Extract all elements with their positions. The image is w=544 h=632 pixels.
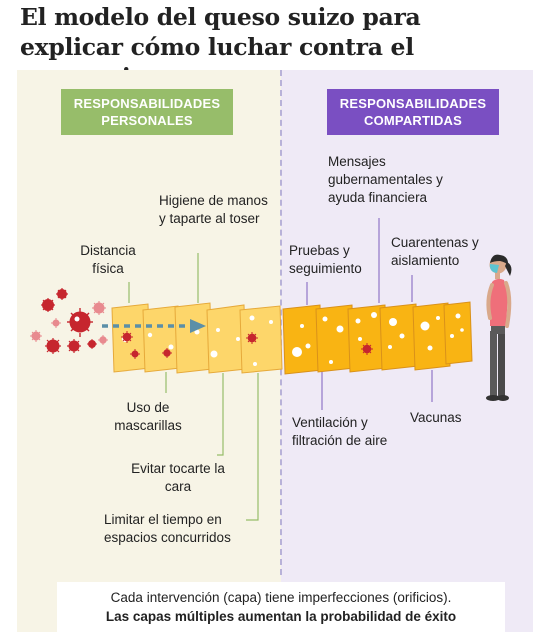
personal-header: RESPONSABILIDADES PERSONALES (61, 89, 233, 135)
virus-icon (67, 308, 93, 337)
label-distancia-text: Distancia física (80, 243, 136, 276)
virus-icon (121, 331, 133, 343)
virus-icon (56, 288, 68, 300)
virus-icon (87, 339, 97, 349)
label-limitar: Limitar el tiempo en espacios concurrido… (104, 512, 231, 545)
label-higiene: Higiene de manos y taparte al toser (159, 193, 268, 226)
layer-slice (443, 301, 473, 365)
footer-note: Cada intervención (capa) tiene imperfecc… (57, 582, 505, 632)
layer-slice (239, 305, 283, 374)
label-evitar: Evitar tocarte la cara (131, 461, 225, 494)
virus-icon (162, 348, 172, 358)
label-distancia: Distancia física (70, 242, 146, 278)
virus-icon (361, 343, 373, 355)
layer-slice (142, 305, 181, 373)
personal-leader-lines (128, 253, 259, 521)
layer-slice (412, 302, 451, 371)
label-pruebas: Pruebas y seguimiento (289, 243, 362, 276)
label-ventilacion: Ventilación y filtración de aire (292, 415, 388, 448)
virus-icon (130, 349, 140, 359)
layer-slice (174, 302, 213, 374)
label-vacunas: Vacunas (410, 410, 462, 425)
virus-icon (92, 301, 106, 315)
layer-slice (315, 304, 355, 373)
label-cuarentenas: Cuarentenas y aislamiento (391, 235, 479, 268)
shared-layers (282, 301, 473, 375)
virus-icon (51, 318, 61, 328)
virus-icon (67, 339, 81, 353)
virus-icon (45, 338, 61, 354)
layer-slice (282, 304, 323, 375)
footer-line1: Cada intervención (capa) tiene imperfecc… (110, 590, 452, 605)
personal-layers (111, 302, 283, 374)
label-mascarillas: Uso de mascarillas (114, 400, 182, 433)
arrow-icon (102, 319, 206, 333)
layer-slice (347, 304, 388, 373)
virus-icon (98, 335, 108, 345)
person-icon (486, 254, 512, 401)
virus-icon (246, 332, 258, 344)
shared-header: RESPONSABILIDADES COMPARTIDAS (327, 89, 499, 135)
virus-icon (41, 298, 55, 312)
page-title: El modelo del queso suizo para explicar … (20, 3, 421, 91)
layer-slice (379, 303, 419, 371)
label-mensajes: Mensajes gubernamentales y ayuda financi… (328, 154, 443, 205)
shared-leader-lines (306, 218, 433, 410)
footer-line2: Las capas múltiples aumentan la probabil… (105, 609, 457, 624)
virus-icon (30, 330, 42, 342)
